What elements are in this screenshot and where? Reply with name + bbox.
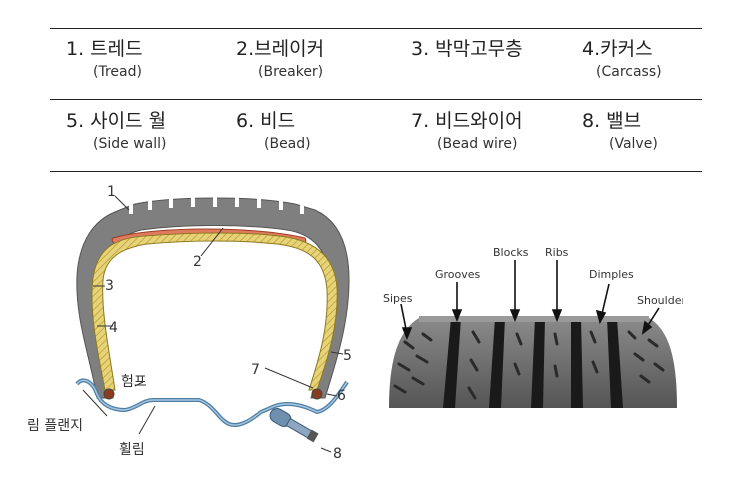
legend-item-english: (Breaker) [258, 64, 324, 80]
number-2-label: 2 [193, 254, 202, 270]
legend-item-english: (Valve) [609, 136, 658, 152]
legend-item-thin-rubber-layer: 3. 박막고무층 [411, 38, 523, 60]
legend-item-name: 6. 비드 [236, 110, 296, 132]
legend-bottom-rule [50, 171, 702, 172]
dimples-label: Dimples [589, 268, 634, 281]
wheel-rim [75, 378, 349, 427]
tread-pattern-svg: Sipes Grooves Blocks Ribs Dimples Should… [383, 246, 683, 408]
legend-item-name: 7. 비드와이어 [411, 110, 523, 132]
hump-label: 험프 [121, 374, 147, 390]
tire-cross-section-svg: 1 2 3 4 5 6 7 8 험프 림 플랜지 휠림 [27, 184, 352, 462]
tread-grooves [129, 195, 304, 214]
legend-item-name: 2.브레이커 [236, 38, 325, 60]
tire-body-shape [76, 197, 350, 399]
number-1-label: 1 [107, 184, 116, 200]
shoulder-label: Shoulder [637, 294, 683, 307]
legend-item-english: (Carcass) [596, 64, 662, 80]
number-6-label: 6 [337, 388, 346, 404]
legend-item-name: 8. 밸브 [582, 110, 642, 132]
legend-item-name: 5. 사이드 월 [66, 110, 167, 132]
legend-item-carcass: 4.카커스 (Carcass) [582, 38, 662, 81]
wheel-rim-label: 휠림 [119, 442, 145, 458]
legend-item-bead: 6. 비드 (Bead) [236, 110, 311, 153]
blocks-label: Blocks [493, 246, 529, 259]
valve-stem [269, 408, 319, 443]
legend-item-breaker: 2.브레이커 (Breaker) [236, 38, 324, 81]
legend-item-side-wall: 5. 사이드 월 (Side wall) [66, 110, 166, 153]
tread-pattern-figure: Sipes Grooves Blocks Ribs Dimples Should… [383, 238, 683, 414]
sipe-marks [393, 330, 665, 400]
number-3-label: 3 [105, 278, 114, 294]
legend-item-english: (Bead) [264, 136, 311, 152]
legend-top-rule [50, 28, 702, 29]
tire-cross-section-figure: 1 2 3 4 5 6 7 8 험프 림 플랜지 휠림 [25, 180, 365, 470]
legend-item-valve: 8. 밸브 (Valve) [582, 110, 658, 153]
legend-item-english: (Tread) [93, 64, 142, 80]
legend-item-name: 4.카커스 [582, 38, 653, 60]
tread-arrows [400, 260, 660, 341]
number-5-label: 5 [343, 348, 352, 364]
tread-top-surface [419, 316, 649, 322]
legend-item-bead-wire: 7. 비드와이어 (Bead wire) [411, 110, 523, 153]
number-8-label: 8 [333, 446, 342, 462]
legend-item-name: 1. 트레드 [66, 38, 143, 60]
rim-flange-label: 림 플랜지 [27, 418, 83, 434]
legend-item-english: (Side wall) [93, 136, 167, 152]
tread-grooves-detail [443, 318, 623, 408]
legend-item-tread: 1. 트레드 (Tread) [66, 38, 143, 81]
bead-left [103, 388, 115, 400]
bead-right [311, 388, 323, 400]
component-legend: 1. 트레드 (Tread) 2.브레이커 (Breaker) 3. 박막고무층… [50, 28, 702, 174]
number-4-label: 4 [109, 320, 118, 336]
legend-item-name: 3. 박막고무층 [411, 38, 523, 60]
legend-middle-rule [50, 99, 702, 100]
leader-lines [82, 195, 344, 453]
legend-item-english: (Bead wire) [437, 136, 518, 152]
sipes-label: Sipes [383, 292, 413, 305]
grooves-label: Grooves [435, 268, 481, 281]
wheel-rim-inner [76, 379, 348, 426]
carcass-layer [91, 232, 338, 391]
ribs-label: Ribs [545, 246, 569, 259]
number-7-label: 7 [251, 362, 260, 378]
